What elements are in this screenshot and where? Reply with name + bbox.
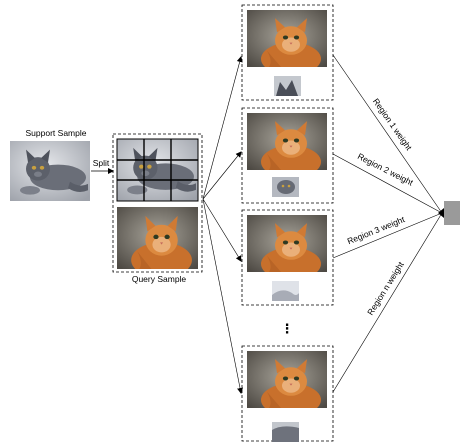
support-sample-label: Support Sample [26,128,87,138]
query-group-box [112,133,203,273]
region-crop-1 [274,76,301,96]
region-box-3 [241,209,334,306]
support-sample-image [10,141,90,201]
split-grid-image [116,138,199,202]
region-box-1 [241,4,334,101]
query-sample-image [117,207,198,269]
fanin-lines [332,54,443,393]
region-box-2 [241,107,334,204]
ellipsis-dots: ⋮ [281,322,294,337]
fanout-arrows [202,56,243,394]
split-label: Split [93,158,110,168]
region-crop-n [272,422,299,442]
query-sample-label: Query Sample [132,274,187,284]
region-1-weight-label: Region 1 weight [371,96,415,152]
region-box-n [241,345,334,442]
region-crop-2 [272,177,299,197]
region-3-weight-label: Region 3 weight [346,214,407,246]
aggregation-node [438,201,460,225]
region-n-weight-label: Region n weight [365,259,406,317]
region-crop-3 [272,281,299,301]
